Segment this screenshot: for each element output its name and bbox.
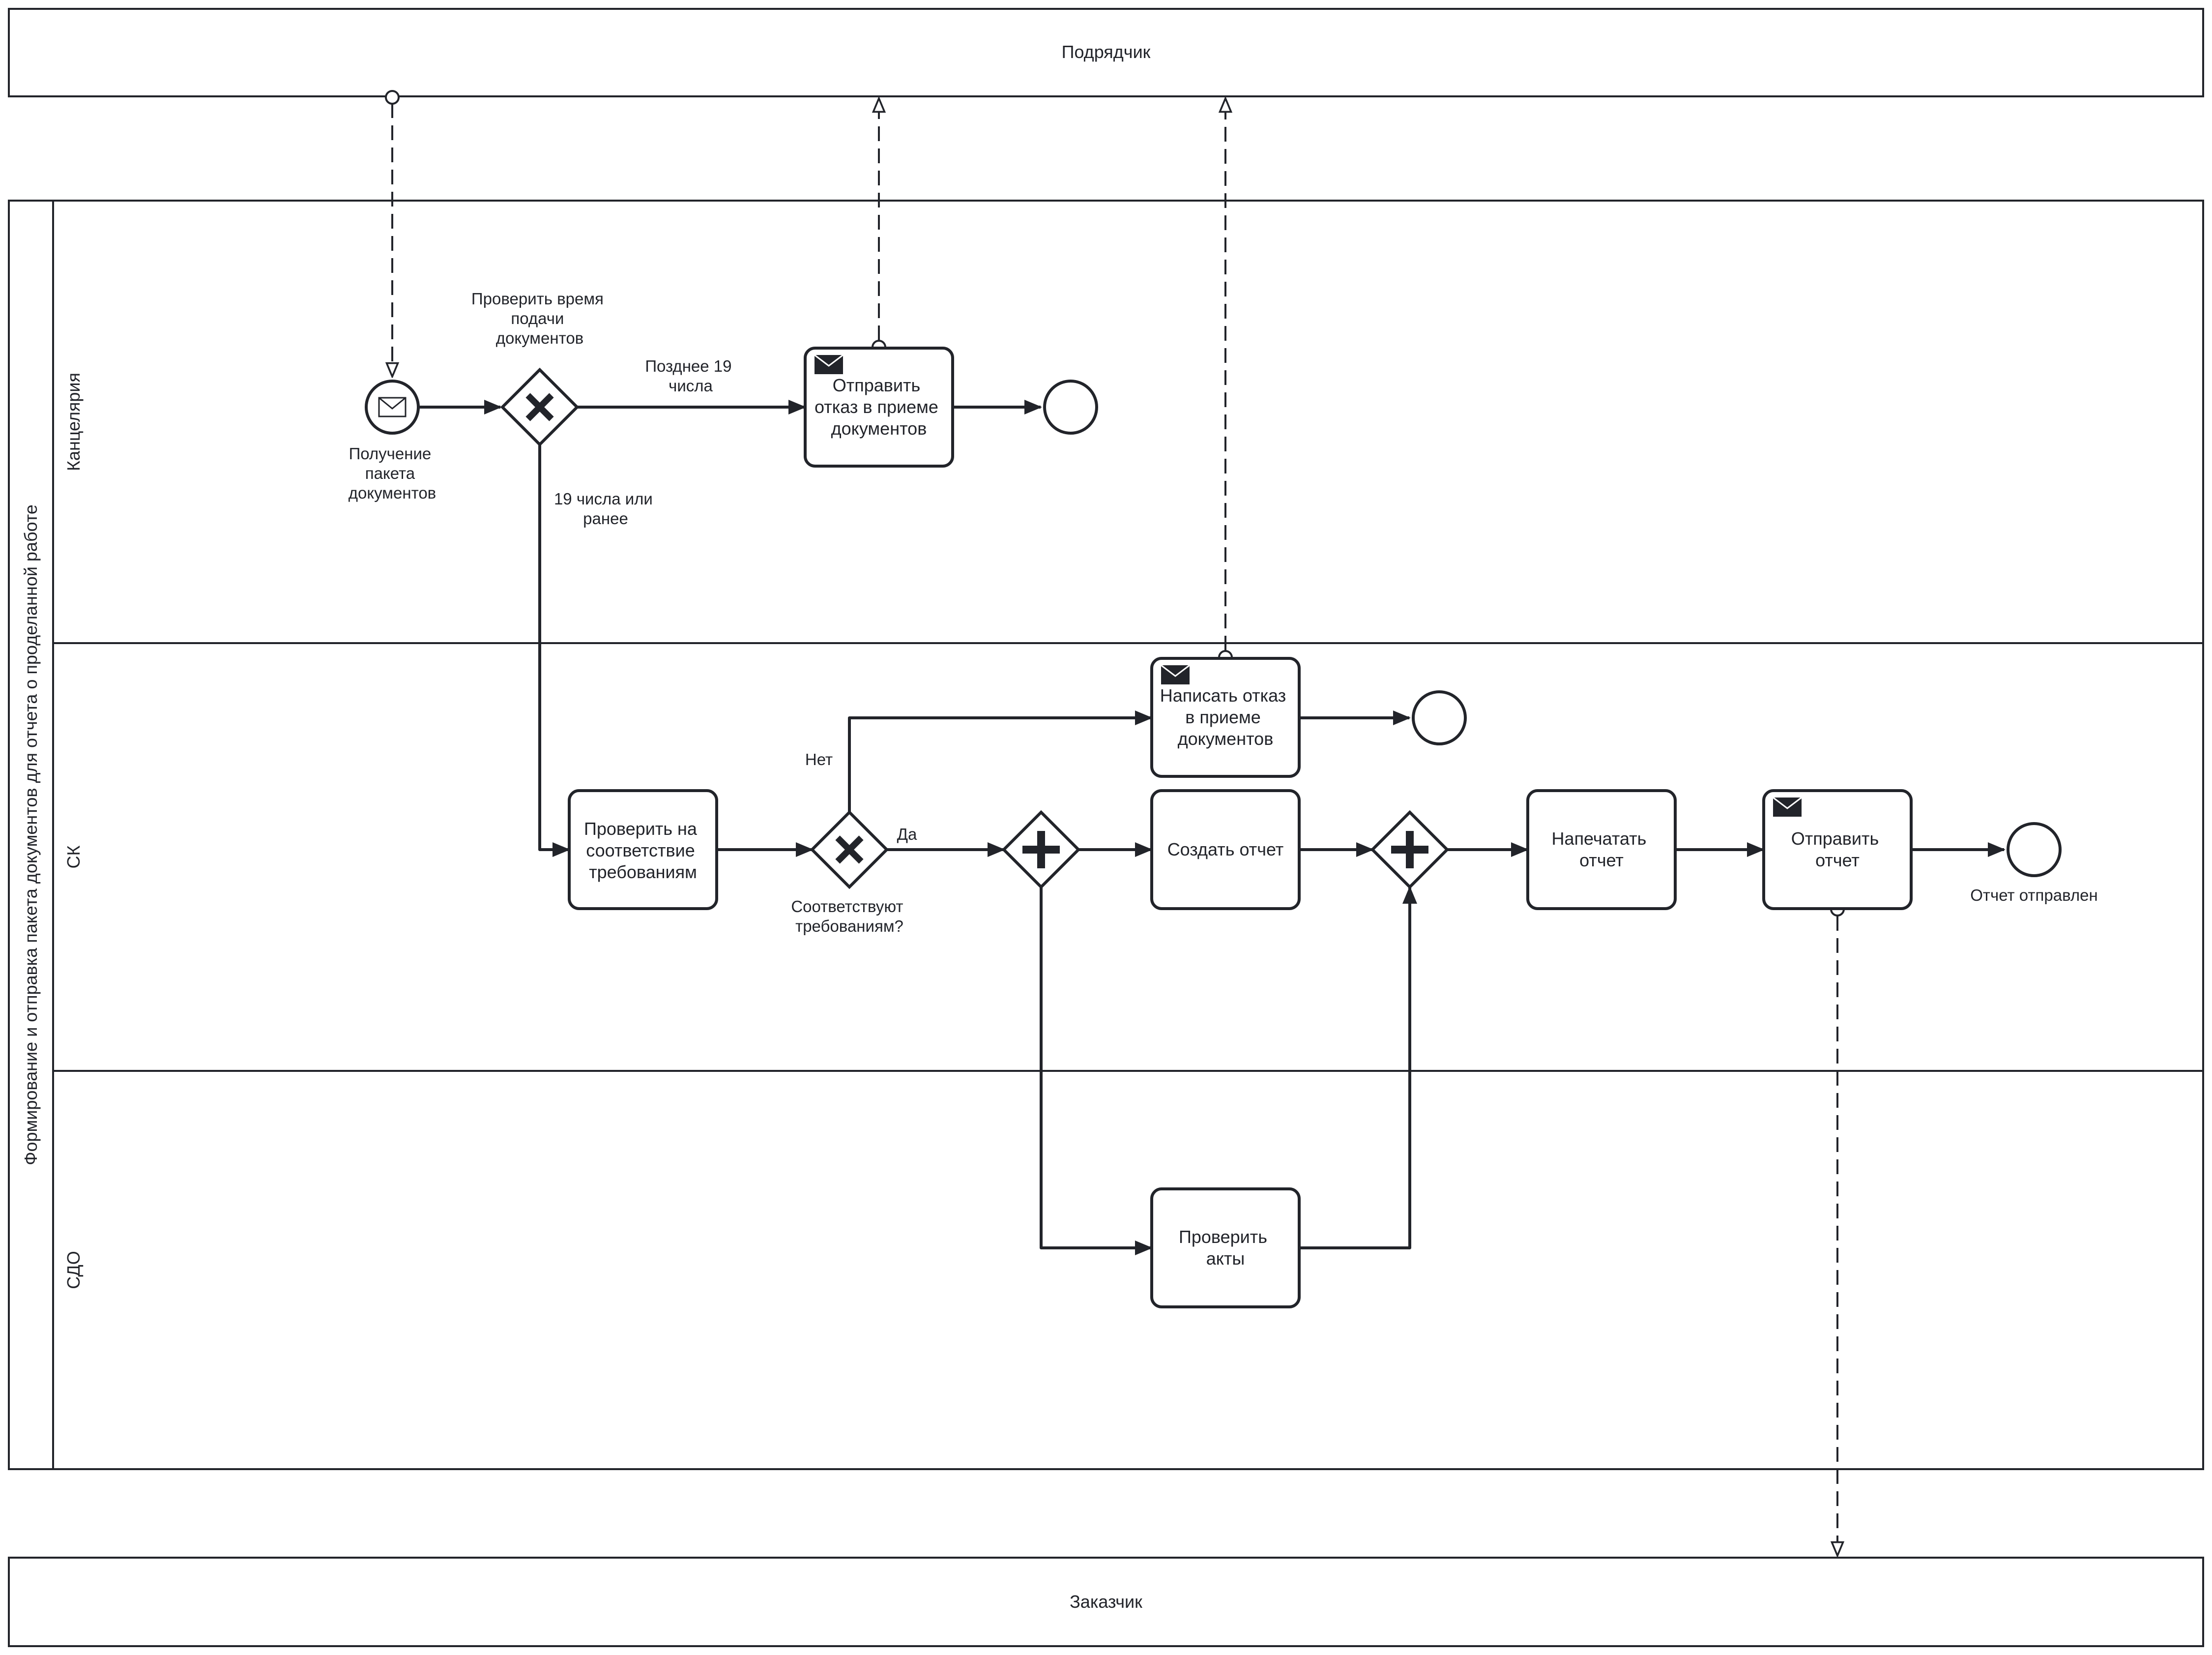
pool-customer[interactable]: Заказчик <box>8 1557 2204 1647</box>
end-event-refusal-written[interactable] <box>1412 690 1467 745</box>
task-label: Написать отказ в приеме документов <box>1160 685 1291 749</box>
x-icon <box>835 835 864 864</box>
gateway-parallel-split[interactable] <box>1001 810 1081 889</box>
flow-label-yes: Да <box>897 825 917 843</box>
lane-sk-label: СК <box>63 845 84 868</box>
task-label: Отправить отчет <box>1791 828 1884 870</box>
start-event-message[interactable]: Получение пакета документов <box>349 380 436 502</box>
gateway-check-time-label: Проверить время подачи документов <box>471 290 608 347</box>
start-event-label: Получение пакета документов <box>349 444 436 502</box>
task-check-acts[interactable]: Проверить акты <box>1150 1187 1301 1308</box>
task-send-report[interactable]: Отправить отчет <box>1762 789 1913 910</box>
gateway-check-time[interactable]: Проверить время подачи документов <box>471 290 608 447</box>
task-label: Проверить акты <box>1179 1227 1272 1269</box>
end-event-report-sent[interactable]: Отчет отправлен <box>1970 822 2098 904</box>
message-flow-send-refusal[interactable] <box>872 98 886 355</box>
task-label: Отправить отказ в приеме документов <box>815 375 943 439</box>
pool-process-label: Формирование и отправка пакета документо… <box>21 504 41 1165</box>
lane-office-label: Канцелярия <box>63 373 84 471</box>
message-flow-send-report[interactable] <box>1830 902 1845 1556</box>
sequence-flow-earlier[interactable] <box>538 444 570 857</box>
end-event-refusal-sent[interactable] <box>1043 380 1098 435</box>
task-send-refusal[interactable]: Отправить отказ в приеме документов <box>804 347 954 468</box>
pool-contractor-label: Подрядчик <box>1062 42 1151 62</box>
end-event-label: Отчет отправлен <box>1970 886 2097 904</box>
gateway-requirements[interactable]: Соответствуют требованиям? <box>791 810 907 935</box>
gateway-requirements-label: Соответствуют требованиям? <box>791 897 907 935</box>
flow-label-later: Позднее 19 числа <box>645 357 736 395</box>
pool-customer-label: Заказчик <box>1070 1592 1142 1612</box>
task-check-requirements[interactable]: Проверить на соответствие требованиям <box>568 789 718 910</box>
envelope-filled-icon <box>814 354 844 374</box>
pool-process[interactable]: Формирование и отправка пакета документо… <box>8 200 2204 1470</box>
flow-label-earlier: 19 числа или ранее <box>554 490 657 528</box>
task-write-refusal[interactable]: Написать отказ в приеме документов <box>1150 657 1301 778</box>
envelope-filled-icon <box>1161 664 1190 684</box>
sequence-flow[interactable] <box>1040 887 1153 1255</box>
task-create-report[interactable]: Создать отчет <box>1150 789 1301 910</box>
flow-label-no: Нет <box>805 750 833 768</box>
task-print-report[interactable]: Напечатать отчет <box>1526 789 1677 910</box>
message-flow-write-refusal[interactable] <box>1218 98 1233 665</box>
gateway-parallel-join[interactable] <box>1370 810 1450 889</box>
x-icon <box>525 393 554 421</box>
lane-office[interactable]: Канцелярия <box>63 373 84 471</box>
envelope-outline-icon <box>378 397 407 417</box>
task-label: Проверить на соответствие требованиям <box>584 819 702 882</box>
envelope-filled-icon <box>1773 797 1802 817</box>
pool-contractor[interactable]: Подрядчик <box>8 8 2204 97</box>
task-label: Создать отчет <box>1167 839 1284 859</box>
lane-sk[interactable]: СК <box>63 845 84 868</box>
message-flow-incoming[interactable] <box>385 90 400 377</box>
task-label: Напечатать отчет <box>1552 828 1652 870</box>
sequence-flow-no[interactable] <box>848 710 1153 813</box>
lane-sdo[interactable]: СДО <box>63 1251 84 1289</box>
plus-icon <box>1022 831 1060 868</box>
sequence-flow[interactable] <box>1299 886 1417 1249</box>
lane-sdo-label: СДО <box>63 1251 84 1289</box>
plus-icon <box>1391 831 1428 868</box>
